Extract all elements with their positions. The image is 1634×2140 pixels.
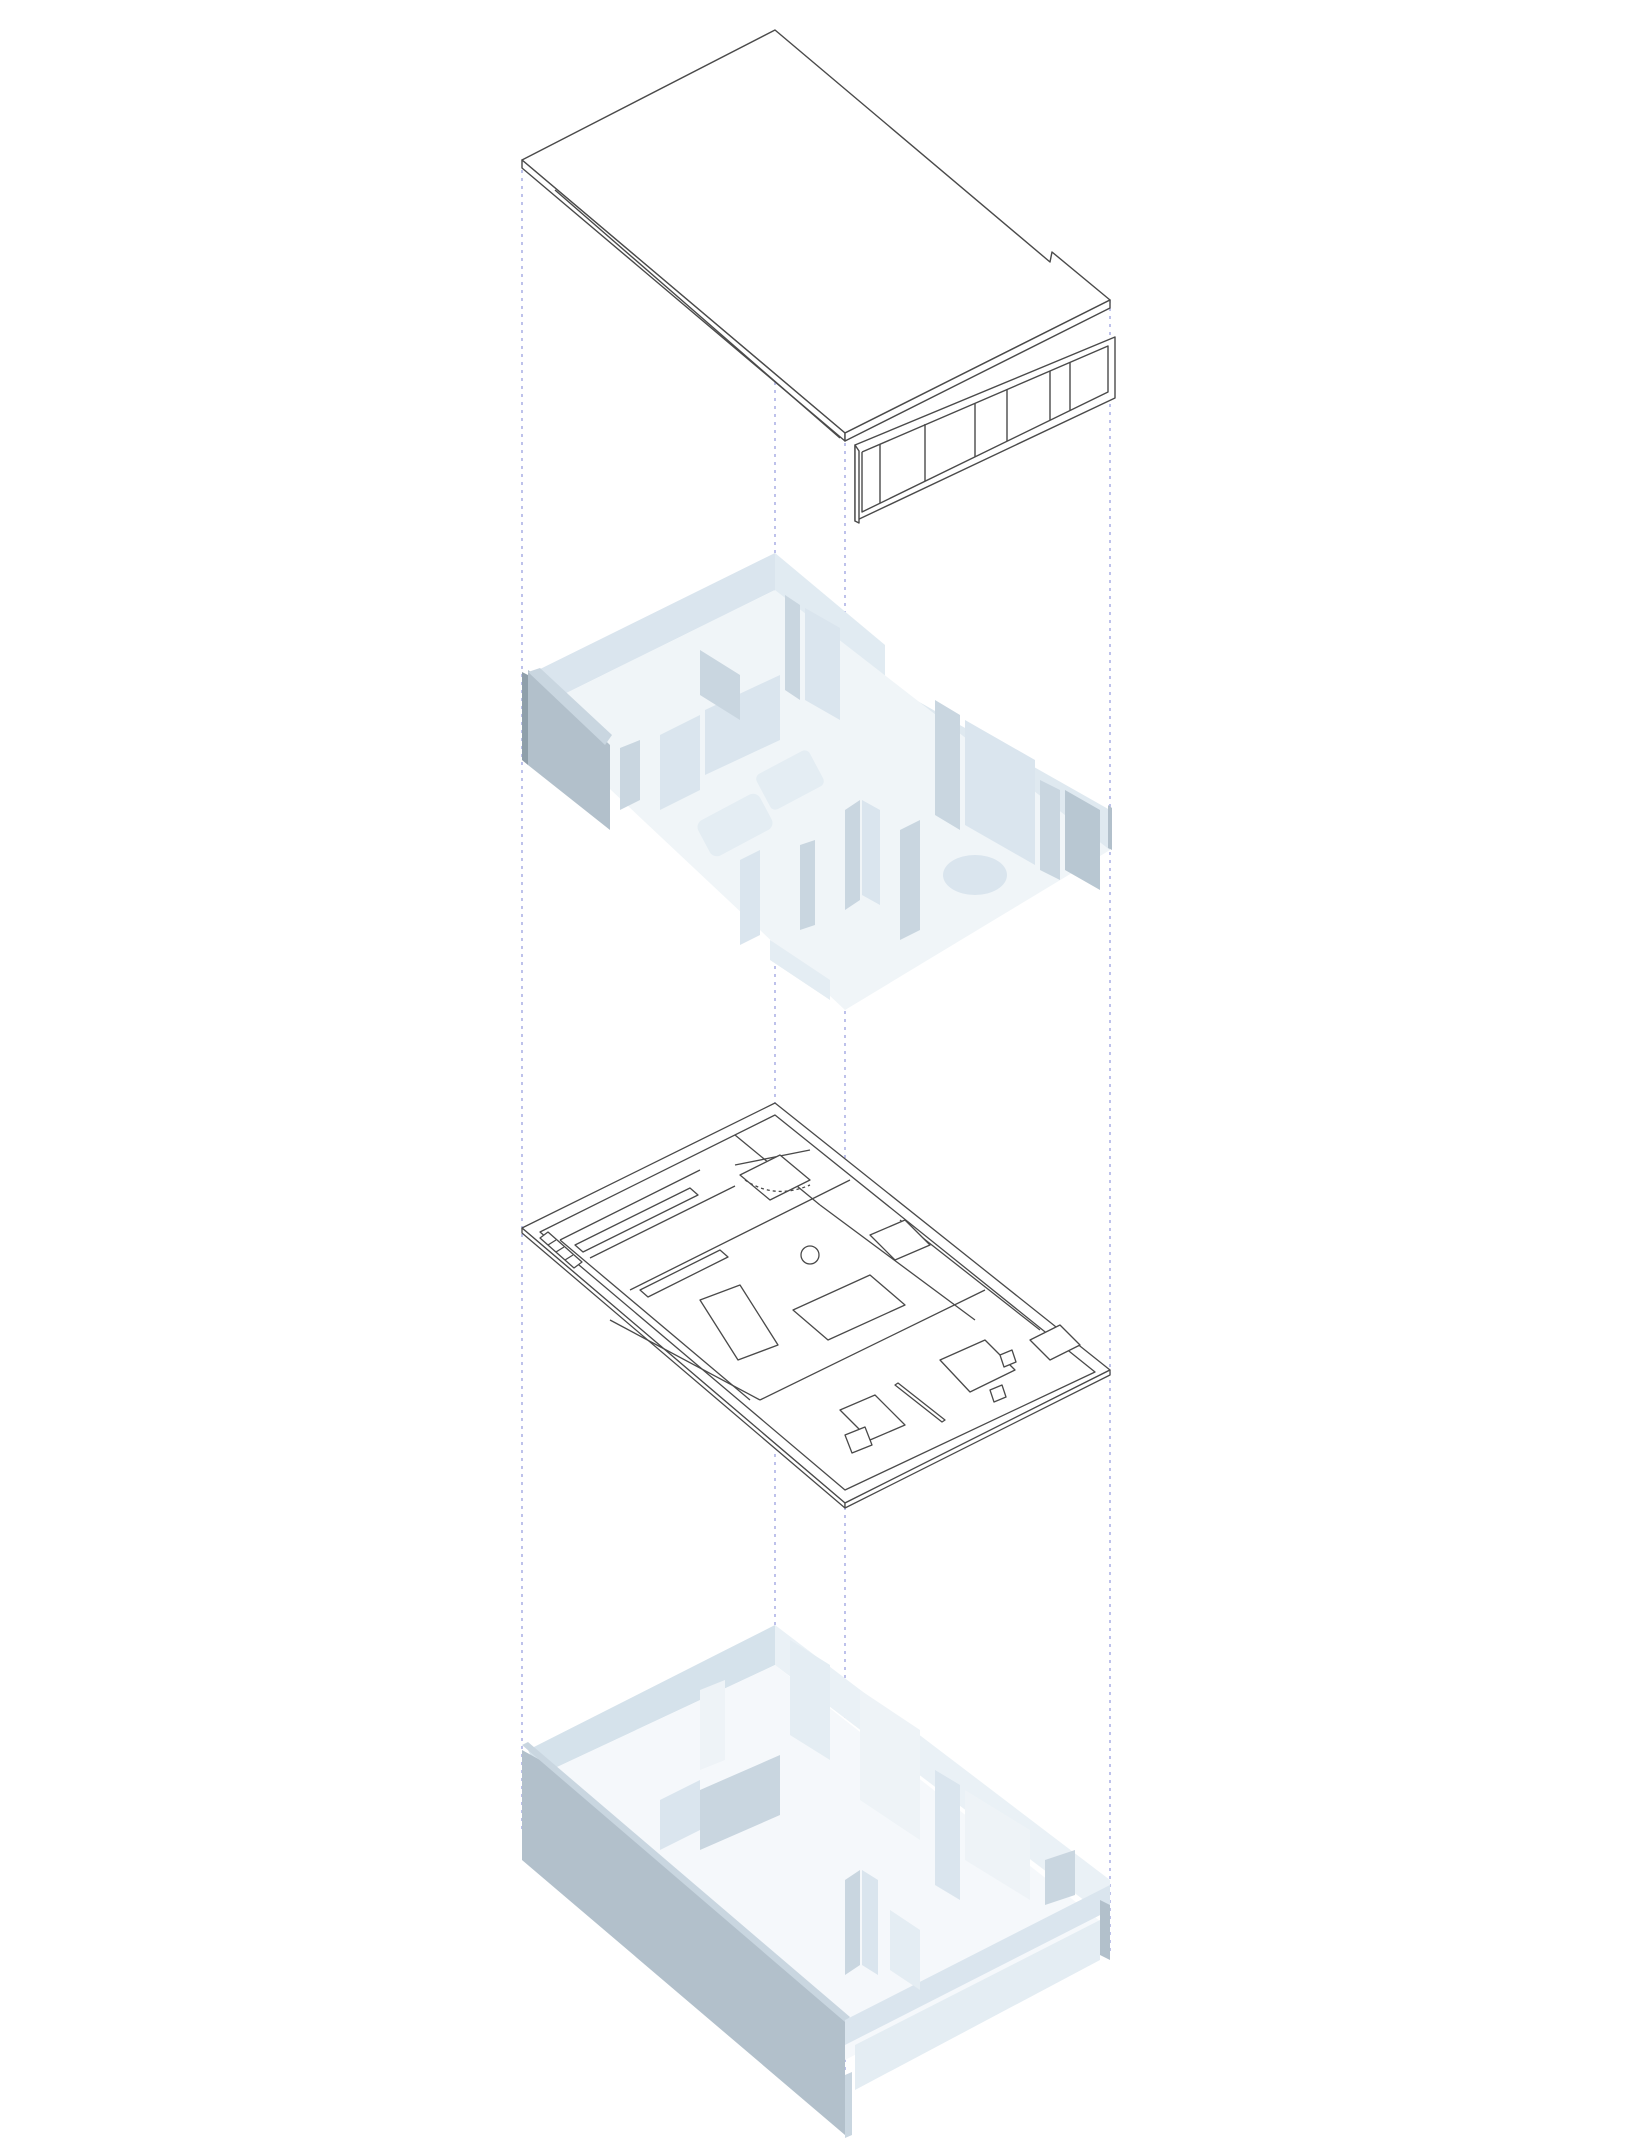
floor-plan-kitchen-row xyxy=(574,1187,699,1253)
lower-partition-8 xyxy=(1045,1850,1075,1905)
upper-back-wall-top xyxy=(528,590,745,700)
floor-plan-island xyxy=(699,1284,779,1361)
roof-facade-side xyxy=(854,444,860,524)
lower-partition-1 xyxy=(700,1680,725,1770)
roof-slab-top xyxy=(521,29,1111,434)
lower-partition-4 xyxy=(790,1640,830,1760)
upper-interior-layer xyxy=(522,553,1112,1010)
floor-plan-slab-edge-right xyxy=(844,1369,1111,1509)
floor-plan-bench xyxy=(894,1382,946,1423)
upper-wardrobe-2 xyxy=(965,720,1035,865)
roof-layer xyxy=(521,29,1116,524)
floor-plan-counter xyxy=(639,1249,729,1298)
lower-back-wall-left xyxy=(528,1625,775,1775)
lower-partition-2 xyxy=(660,1780,700,1850)
lower-partition-5 xyxy=(860,1690,920,1840)
roof-facade-mullions xyxy=(879,362,1071,503)
floor-plan-layer xyxy=(521,1102,1111,1509)
roof-soffit xyxy=(554,189,841,439)
lower-partition-7 xyxy=(965,1790,1030,1900)
lower-front-wall-cap xyxy=(522,1742,850,2022)
upper-partition-6 xyxy=(805,608,840,720)
floor-plan-chair-1 xyxy=(844,1426,873,1454)
lower-front-wall-right-lower xyxy=(855,1920,1100,2090)
upper-column-5 xyxy=(900,820,920,940)
floor-plan-chair-3 xyxy=(989,1384,1007,1403)
roof-facade-inner xyxy=(861,345,1109,513)
lower-interior-layer xyxy=(522,1625,1110,2138)
floor-plan-inner-outline xyxy=(539,1114,1096,1491)
lower-wall-base xyxy=(845,2072,852,2138)
floor-plan-round-table xyxy=(800,1245,820,1265)
floor-plan-dining-table xyxy=(792,1274,906,1341)
upper-furniture-sofa xyxy=(697,793,773,857)
lower-partition-6 xyxy=(935,1770,960,1900)
upper-wardrobe-4 xyxy=(1065,790,1100,890)
floor-plan-closet xyxy=(739,1154,811,1201)
upper-partition-4 xyxy=(700,650,740,720)
lower-front-wall-right xyxy=(845,1885,1110,2045)
floor-plan-cabinet-2 xyxy=(1029,1324,1081,1361)
upper-column-1 xyxy=(845,800,860,910)
floor-plan-storage-grid xyxy=(539,1231,583,1269)
lower-wall-thin xyxy=(1100,1900,1110,1960)
lower-partition-3 xyxy=(700,1755,780,1850)
lower-column-2 xyxy=(862,1870,878,1975)
upper-front-wall-dark xyxy=(528,670,610,830)
lower-front-wall-dark xyxy=(522,1750,845,2135)
upper-column-3 xyxy=(800,840,815,930)
floor-plan-chair-2 xyxy=(999,1349,1017,1368)
upper-front-wall-edge xyxy=(522,672,528,765)
upper-column-2 xyxy=(862,800,880,905)
lower-column-1 xyxy=(845,1870,860,1975)
upper-front-wall-cap xyxy=(528,668,612,745)
upper-furniture-bed xyxy=(756,750,824,810)
floor-plan-desk xyxy=(939,1339,1016,1393)
upper-wall-thin xyxy=(1108,805,1112,850)
upper-wardrobe-3 xyxy=(1040,780,1060,880)
roof-slab-edge-right xyxy=(844,299,1111,442)
upper-wardrobe-1 xyxy=(935,700,960,830)
floor-plan-cabinet-1 xyxy=(869,1219,931,1261)
upper-partition-3 xyxy=(705,675,780,775)
floor-plan-door-swing xyxy=(744,1179,811,1193)
upper-column-4 xyxy=(740,850,760,945)
upper-partition-2 xyxy=(660,715,700,810)
upper-partition-5 xyxy=(785,595,800,700)
upper-furniture-round-table xyxy=(943,855,1007,895)
lower-column-3 xyxy=(890,1910,920,1990)
floor-plan-partitions xyxy=(559,1134,1041,1401)
upper-counter-front xyxy=(770,940,830,1000)
upper-partition-1 xyxy=(620,740,640,810)
upper-floor xyxy=(528,590,1110,1010)
